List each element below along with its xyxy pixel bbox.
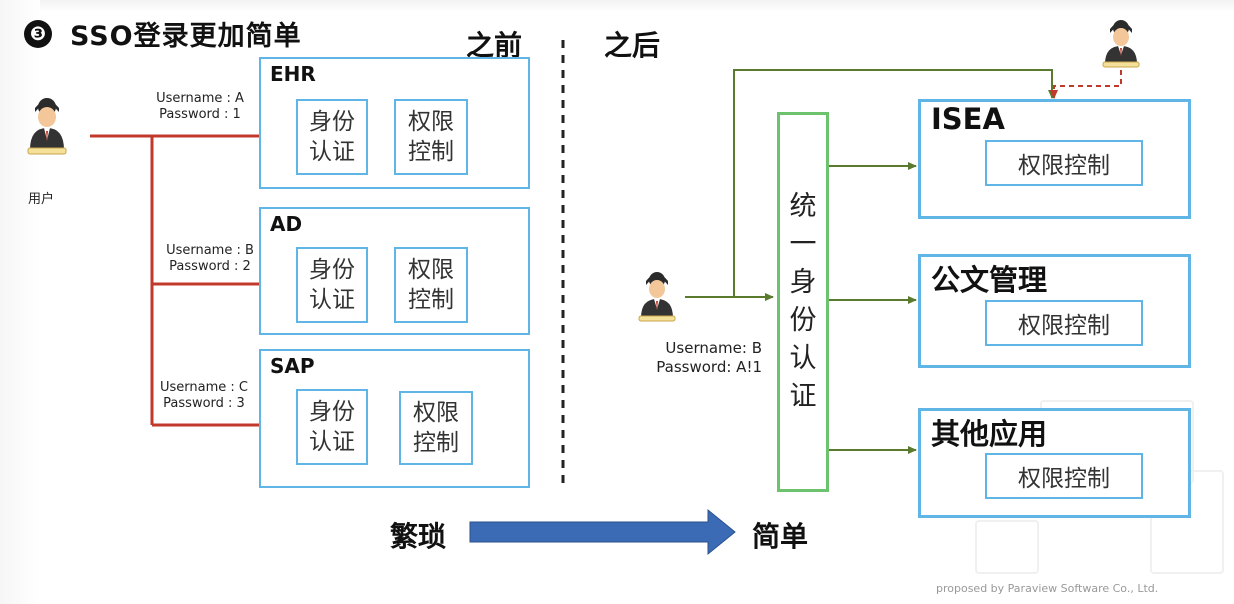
unified-char: 身 [789, 267, 817, 298]
permission-box: 权限控制 [985, 300, 1143, 346]
auth-line: 认证 [309, 139, 355, 165]
admin-person-icon [1102, 20, 1140, 68]
bottom-arrow [469, 508, 736, 556]
unified-char: 份 [789, 305, 817, 336]
footer-credit: proposed by Paraview Software Co., Ltd. [936, 582, 1159, 595]
username-text: Username : C [160, 380, 248, 395]
auth-line: 身份 [309, 399, 355, 425]
app-box-isea: ISEA 权限控制 [918, 99, 1191, 219]
credentials-ehr: Username : A Password : 1 [140, 91, 260, 123]
app-box-other: 其他应用 权限控制 [918, 408, 1191, 518]
system-name: SAP [270, 354, 315, 378]
auth-line: 认证 [309, 287, 355, 313]
sso-user-person-icon [638, 272, 676, 322]
permission-box: 权限 控制 [394, 247, 468, 323]
unified-char: 统 [789, 191, 817, 222]
simple-label: 简单 [752, 520, 809, 553]
user-person-icon [27, 98, 67, 155]
password-text: Password : 3 [163, 396, 245, 411]
identity-auth-box: 身份 认证 [296, 247, 368, 323]
password-text: Password: A!1 [656, 358, 762, 376]
unified-char: 证 [789, 381, 817, 412]
perm-line: 控制 [408, 287, 454, 313]
username-text: Username : A [156, 91, 244, 106]
unified-auth-box: 统 一 身 份 认 证 [777, 112, 829, 492]
green-connectors [685, 69, 1056, 454]
system-box-ehr: EHR 身份 认证 权限 控制 [259, 57, 530, 189]
system-name: EHR [270, 62, 316, 86]
left-band [0, 0, 40, 604]
perm-line: 权限 [408, 109, 454, 135]
system-box-ad: AD 身份 认证 权限 控制 [259, 207, 530, 335]
user-label: 用户 [28, 192, 55, 207]
username-text: Username : B [166, 243, 254, 258]
password-text: Password : 2 [169, 259, 251, 274]
permission-box: 权限控制 [985, 140, 1143, 186]
app-name: ISEA [931, 102, 1005, 136]
password-text: Password : 1 [159, 107, 241, 122]
credentials-sap: Username : C Password : 3 [144, 380, 264, 412]
permission-box: 权限 控制 [394, 99, 468, 175]
perm-line: 控制 [408, 139, 454, 165]
admin-dashed-connector [1050, 70, 1122, 99]
perm-line: 控制 [413, 430, 459, 456]
system-name: AD [270, 212, 303, 236]
complex-label: 繁琐 [390, 520, 447, 553]
unified-char: 认 [789, 343, 817, 374]
after-label: 之后 [604, 29, 661, 62]
app-name: 公文管理 [931, 263, 1048, 297]
watermark-box [975, 520, 1039, 574]
auth-line: 认证 [309, 429, 355, 455]
auth-line: 身份 [309, 109, 355, 135]
permission-box: 权限 控制 [399, 391, 473, 465]
top-band [0, 0, 1234, 12]
app-box-document: 公文管理 权限控制 [918, 254, 1191, 368]
unified-char: 一 [789, 229, 817, 260]
perm-line: 权限 [408, 257, 454, 283]
system-box-sap: SAP 身份 认证 权限 控制 [259, 349, 530, 488]
before-label: 之前 [466, 29, 523, 62]
identity-auth-box: 身份 认证 [296, 389, 368, 465]
username-text: Username: B [665, 339, 762, 357]
perm-line: 权限 [413, 400, 459, 426]
slide-title: SSO登录更加简单 [70, 21, 302, 52]
app-name: 其他应用 [931, 417, 1048, 451]
auth-line: 身份 [309, 257, 355, 283]
permission-box: 权限控制 [985, 453, 1143, 499]
identity-auth-box: 身份 认证 [296, 99, 368, 175]
credentials-ad: Username : B Password : 2 [150, 243, 270, 275]
credentials-sso: Username: B Password: A!1 [620, 339, 762, 377]
title-number: ❸ [24, 20, 52, 48]
